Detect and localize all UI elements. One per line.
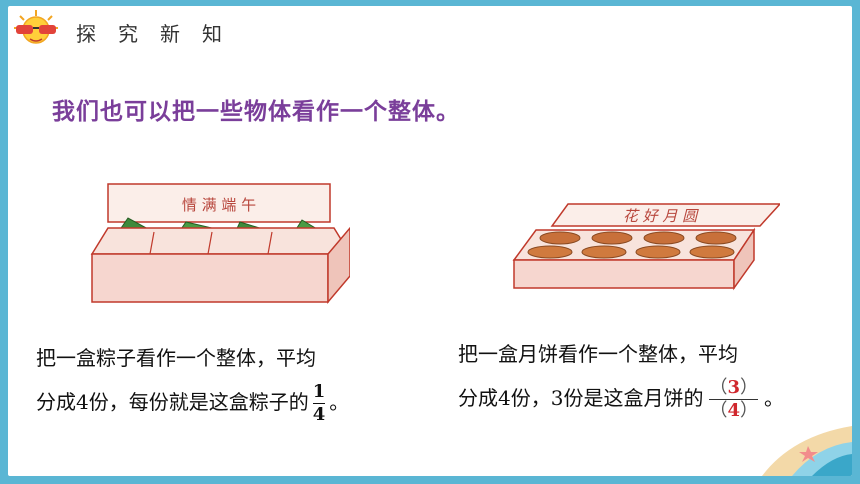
- fraction-numerator: 1: [312, 381, 326, 402]
- fraction-denominator: 4: [312, 404, 326, 425]
- fraction-numerator-answer: 3: [727, 377, 740, 398]
- zongzi-lid-text: 情 满 端 午: [182, 196, 256, 214]
- fraction-three-quarters: （3） （4）: [709, 378, 758, 421]
- mooncake-box-body: [513, 259, 735, 289]
- zongzi-box-body: [91, 253, 329, 303]
- caption-zongzi-line1: 把一盒粽子看作一个整体，平均: [36, 346, 316, 370]
- section-title: 探究新知: [76, 22, 244, 46]
- paren-close: ）: [739, 400, 758, 421]
- caption-mooncake-line2: 分成4份，3份是这盒月饼的: [458, 386, 704, 410]
- caption-mooncake-period: 。: [763, 386, 784, 410]
- paren-open: （: [709, 377, 728, 398]
- beach-decoration-icon: [762, 426, 852, 476]
- caption-mooncake-line1: 把一盒月饼看作一个整体，平均: [458, 342, 738, 366]
- paren-close: ）: [739, 377, 758, 398]
- intro-text: 我们也可以把一些物体看作一个整体。: [52, 99, 460, 125]
- mooncake-box-lid: [550, 203, 780, 227]
- mooncake-items: [527, 231, 737, 259]
- zongzi-box-lid: [107, 183, 331, 223]
- mooncake-box-illustration: 花 好 月 圆: [512, 203, 780, 291]
- paren-open: （: [709, 400, 728, 421]
- mooncake-lid-text: 花 好 月 圆: [623, 207, 699, 225]
- caption-mooncake: 把一盒月饼看作一个整体，平均 分成4份，3份是这盒月饼的（3） （4）。: [458, 342, 784, 421]
- caption-zongzi-period: 。: [329, 390, 350, 414]
- slide: 探究新知 我们也可以把一些物体看作一个整体。 情 满 端 午 花 好 月 圆: [8, 6, 852, 476]
- header: 探究新知: [8, 6, 852, 52]
- sun-sunglasses-icon: [14, 10, 58, 44]
- zongzi-box-illustration: 情 满 端 午: [90, 183, 350, 305]
- caption-zongzi-line2: 分成4份，每份就是这盒粽子的: [36, 390, 309, 414]
- fraction-denominator-answer: 4: [727, 400, 740, 421]
